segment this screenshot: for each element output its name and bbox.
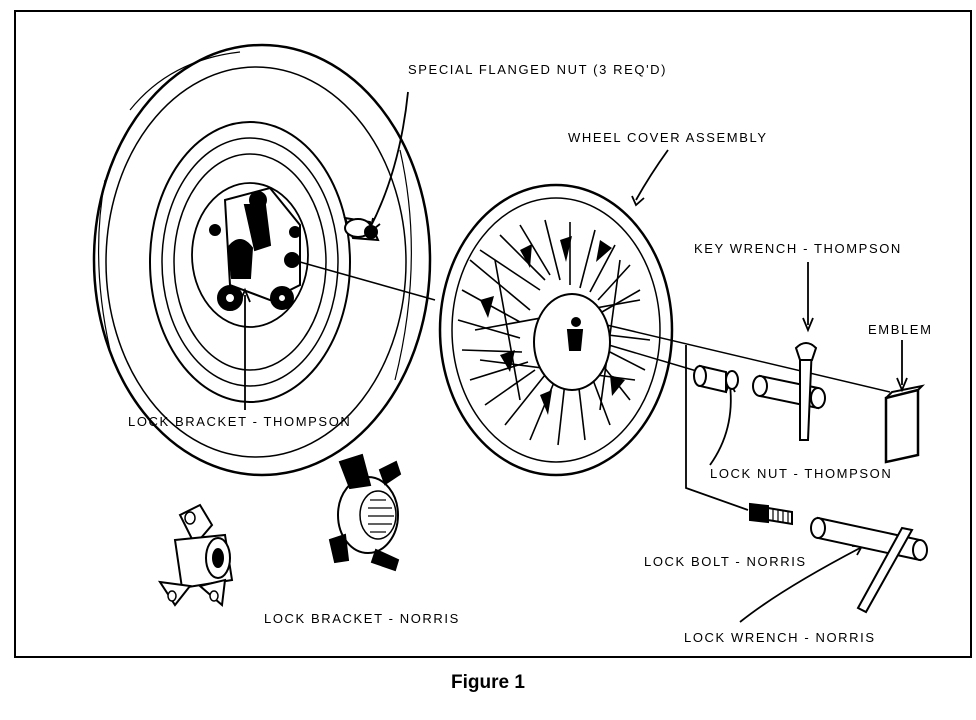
lock-bracket-norris-part-a: [160, 505, 232, 605]
wheel-rim: [150, 122, 350, 402]
lock-nut-thompson-part: [694, 366, 738, 392]
tire: [94, 45, 430, 475]
label-special-flanged-nut: SPECIAL FLANGED NUT (3 REQ'D): [408, 62, 668, 77]
special-flanged-nut: [345, 218, 378, 240]
lock-bracket-norris-part-b: [330, 455, 400, 570]
label-lock-wrench-norris: LOCK WRENCH - NORRIS: [684, 630, 876, 645]
label-lock-bolt-norris: LOCK BOLT - NORRIS: [644, 554, 807, 569]
label-lock-bracket-norris: LOCK BRACKET - NORRIS: [264, 611, 460, 626]
lock-bolt-norris-part: [750, 504, 792, 524]
figure-caption: Figure 1: [451, 672, 525, 693]
wheel-cover-assembly: [440, 185, 672, 475]
label-emblem: EMBLEM: [868, 322, 933, 337]
figure-frame: [14, 10, 972, 658]
label-lock-bracket-thompson: LOCK BRACKET - THOMPSON: [128, 414, 352, 429]
leader-lines: [240, 92, 907, 622]
emblem-part: [886, 386, 922, 462]
lock-wrench-norris-part: [811, 518, 927, 612]
label-wheel-cover-assembly: WHEEL COVER ASSEMBLY: [568, 130, 768, 145]
wheel-hub: [192, 183, 308, 327]
label-lock-nut-thompson: LOCK NUT - THOMPSON: [710, 466, 893, 481]
key-wrench-thompson-part: [753, 343, 825, 440]
label-key-wrench-thompson: KEY WRENCH - THOMPSON: [694, 241, 902, 256]
